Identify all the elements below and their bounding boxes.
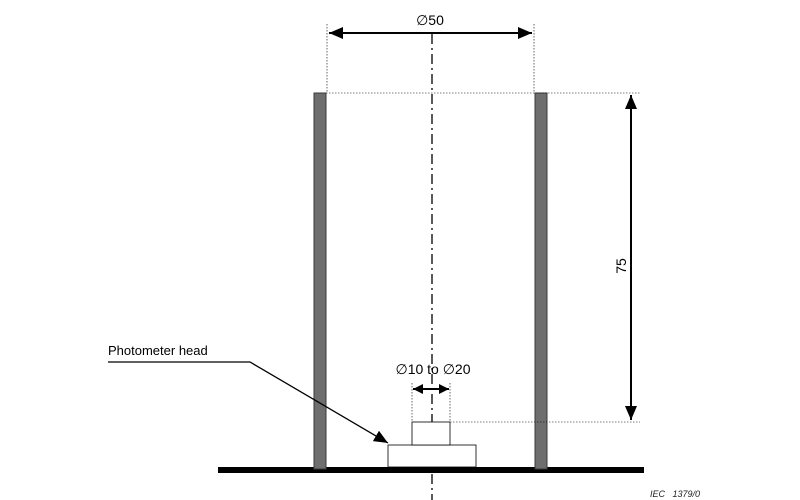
tube-wall-left (313, 92, 327, 470)
tube-diameter-label: ∅50 (416, 12, 444, 28)
aperture-diameter-label: ∅10 to ∅20 (396, 361, 471, 377)
photometer-head-leader (108, 361, 389, 444)
tube-height-label: 75 (613, 258, 629, 274)
base-plate (218, 467, 644, 473)
tube-wall-right (534, 92, 548, 470)
photometer-head-aperture (411, 421, 451, 446)
figure-reference: IEC 1379/0 (650, 489, 700, 499)
photometer-head-label: Photometer head (108, 343, 208, 358)
photometer-head-base (387, 444, 477, 468)
